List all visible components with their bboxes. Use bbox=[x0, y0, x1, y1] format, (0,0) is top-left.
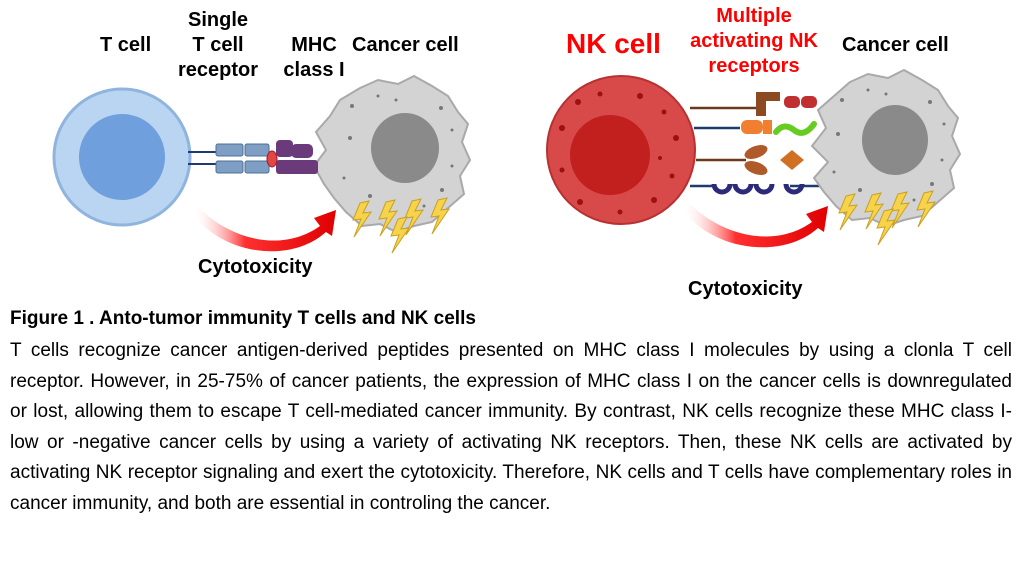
cancer-cell-left bbox=[312, 74, 472, 234]
immunity-diagram bbox=[52, 68, 962, 254]
nk-cell-label: NK cell bbox=[566, 28, 661, 59]
tcr-label-line-2: T cell bbox=[192, 34, 244, 56]
tcr-label-line-1: Single bbox=[187, 9, 248, 31]
tcr-anchor-lines bbox=[188, 151, 216, 165]
nk-receptors-label-line-1: Multiple bbox=[716, 5, 792, 27]
figure-caption-title: Figure 1 . Anto-tumor immunity T cells a… bbox=[10, 308, 476, 329]
mhc-label-line-2: class I bbox=[283, 59, 345, 81]
tcr-label: Single T cell receptor bbox=[168, 8, 268, 83]
figure-caption-body: T cells recognize cancer antigen-derived… bbox=[10, 340, 1012, 514]
nk-receptors-label-line-3: receptors bbox=[708, 55, 800, 77]
mhc-label: MHC class I bbox=[276, 33, 352, 83]
nk-cell bbox=[546, 75, 696, 225]
activating-nk-receptors bbox=[711, 92, 805, 195]
cytotoxicity-arrow-right bbox=[686, 200, 828, 248]
cancer-ligands bbox=[773, 96, 817, 170]
mhc-label-line-1: MHC bbox=[291, 34, 337, 56]
tcr-label-line-3: receptor bbox=[177, 59, 259, 81]
right-panel bbox=[546, 68, 962, 248]
mhc-class-i bbox=[266, 140, 318, 174]
cancer-cell-right bbox=[810, 68, 962, 228]
cancer-cell-label-left: Cancer cell bbox=[352, 34, 459, 56]
cytotoxicity-arrow-left bbox=[196, 205, 336, 252]
t-cell-receptor bbox=[215, 143, 270, 174]
cancer-cell-label-right: Cancer cell bbox=[842, 34, 949, 56]
t-cell bbox=[52, 87, 192, 227]
cytotoxicity-label-right: Cytotoxicity bbox=[688, 278, 803, 300]
nk-receptors-label-line-2: activating NK bbox=[690, 30, 818, 52]
t-cell-label: T cell bbox=[100, 34, 152, 56]
nk-receptors-label: Multiple activating NK receptors bbox=[676, 4, 832, 79]
left-panel bbox=[52, 74, 472, 254]
cytotoxicity-label-left: Cytotoxicity bbox=[198, 256, 313, 278]
